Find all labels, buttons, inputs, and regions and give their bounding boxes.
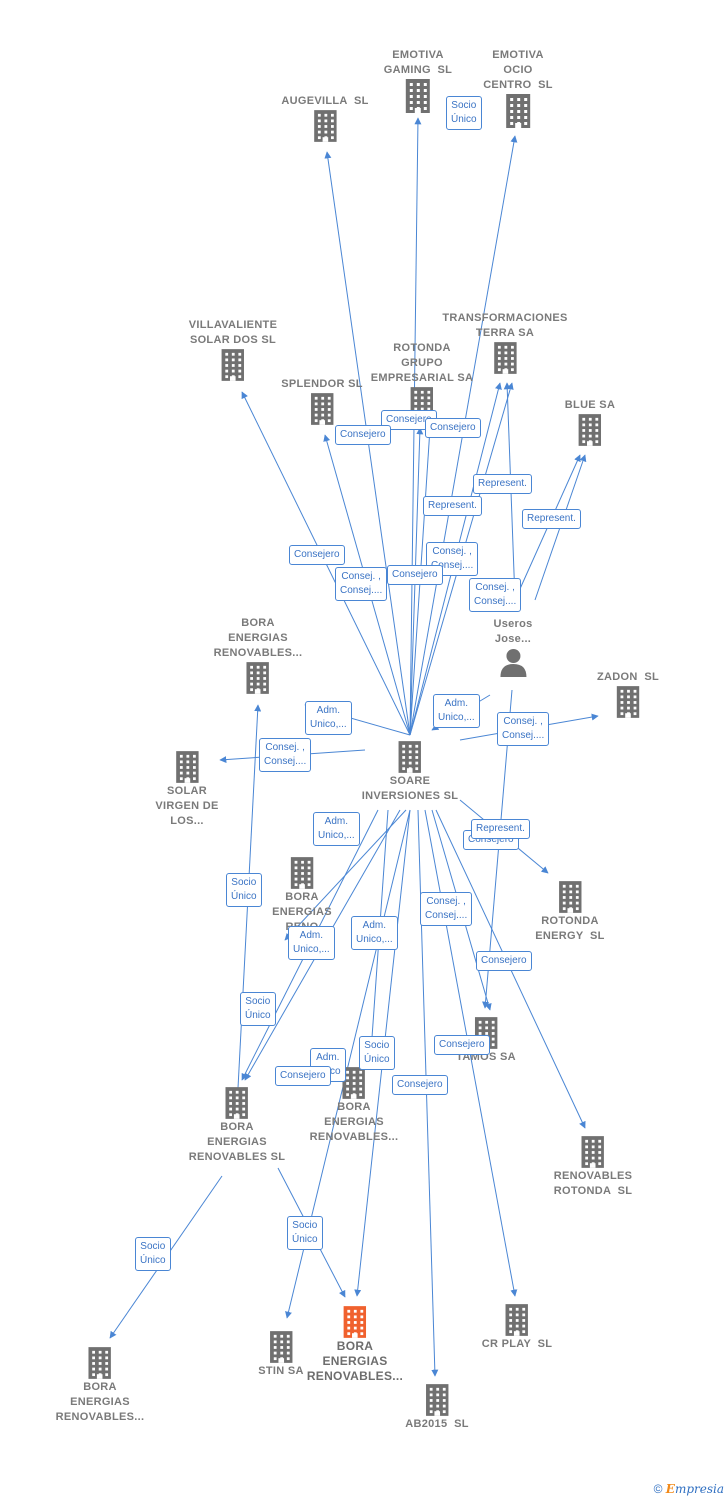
node-label: BORA ENERGIAS RENOVABLES... bbox=[213, 617, 303, 659]
node-label: AUGEVILLA SL bbox=[281, 95, 369, 107]
node-augevilla[interactable]: AUGEVILLA SL bbox=[281, 94, 368, 143]
relation-label[interactable]: Consejero bbox=[335, 425, 391, 445]
relation-label[interactable]: Adm. Unico,... bbox=[288, 926, 335, 960]
node-emotiva-ocio[interactable]: EMOTIVA OCIO CENTRO SL bbox=[483, 48, 553, 129]
node-rotonda-grupo[interactable]: ROTONDA GRUPO EMPRESARIAL SA bbox=[371, 341, 473, 420]
building-icon bbox=[493, 342, 517, 374]
node-villavaliente[interactable]: VILLAVALIENTE SOLAR DOS SL bbox=[189, 318, 277, 382]
edge-arrow bbox=[284, 809, 407, 941]
relation-label[interactable]: Represent. bbox=[471, 819, 530, 839]
node-bora-center[interactable]: BORA ENERGIAS RENOVABLES... bbox=[310, 1066, 399, 1145]
building-icon bbox=[310, 393, 334, 425]
footer-brand[interactable]: © Empresia bbox=[654, 1482, 724, 1496]
node-label: EMOTIVA GAMING SL bbox=[383, 49, 453, 76]
node-label: STIN SA bbox=[258, 1365, 304, 1377]
building-icon bbox=[313, 110, 337, 142]
relation-label[interactable]: Adm. Unico,... bbox=[305, 701, 352, 735]
relation-label[interactable]: Consej. , Consej.... bbox=[497, 712, 550, 746]
node-bora-sl[interactable]: BORA ENERGIAS RENOVABLES SL bbox=[189, 1086, 286, 1165]
node-stin[interactable]: STIN SA bbox=[258, 1330, 304, 1379]
node-label: BORA ENERGIAS RENOVABLES... bbox=[55, 1381, 145, 1423]
node-label: CR PLAY SL bbox=[481, 1338, 553, 1350]
node-label: TRANSFORMACIONES TERRA SA bbox=[442, 312, 568, 339]
node-label: BORA ENERGIAS RENOVABLES... bbox=[309, 1101, 399, 1143]
node-label: BLUE SA bbox=[564, 399, 616, 411]
building-icon bbox=[616, 686, 640, 718]
building-icon bbox=[558, 881, 582, 913]
node-label: RENOVABLES ROTONDA SL bbox=[553, 1170, 633, 1197]
person-icon bbox=[499, 649, 526, 677]
node-splendor[interactable]: SPLENDOR SL bbox=[281, 377, 363, 426]
relation-label[interactable]: Represent. bbox=[473, 474, 532, 494]
copyright-symbol: © bbox=[653, 1482, 663, 1496]
node-useros[interactable]: s Useros Jose... bbox=[493, 602, 532, 677]
node-bora-bottom-left[interactable]: BORA ENERGIAS RENOVABLES... bbox=[56, 1346, 145, 1425]
building-icon bbox=[398, 741, 422, 773]
building-icon bbox=[88, 1347, 112, 1379]
node-label: EMOTIVA OCIO CENTRO SL bbox=[483, 49, 553, 91]
node-label: AB2015 SL bbox=[405, 1418, 469, 1430]
node-zadon[interactable]: ZADON SL bbox=[597, 670, 659, 719]
relation-label[interactable]: Socio Único bbox=[287, 1216, 323, 1250]
edges-layer bbox=[109, 117, 599, 1377]
relation-label[interactable]: Consejero bbox=[434, 1035, 490, 1055]
building-icon bbox=[343, 1306, 367, 1338]
relation-label[interactable]: Consej. , Consej.... bbox=[469, 578, 522, 612]
relation-label[interactable]: Socio Único bbox=[446, 96, 482, 130]
relation-label[interactable]: Consejero bbox=[387, 565, 443, 585]
node-cr-play[interactable]: CR PLAY SL bbox=[482, 1303, 553, 1352]
relation-label[interactable]: Socio Único bbox=[240, 992, 276, 1026]
building-icon bbox=[505, 1304, 529, 1336]
relation-label[interactable]: Represent. bbox=[522, 509, 581, 529]
building-icon bbox=[225, 1087, 249, 1119]
building-icon bbox=[221, 349, 245, 381]
building-icon bbox=[342, 1067, 366, 1099]
relation-label[interactable]: Consejero bbox=[275, 1066, 331, 1086]
relation-label[interactable]: Consej. , Consej.... bbox=[335, 567, 388, 601]
relation-label[interactable]: Consej. , Consej.... bbox=[420, 892, 473, 926]
relation-label[interactable]: Consejero bbox=[476, 951, 532, 971]
node-bora-mid[interactable]: BORA ENERGIAS RENO bbox=[272, 856, 332, 935]
building-icon bbox=[425, 1384, 449, 1416]
node-label: BORA ENERGIAS RENOVABLES SL bbox=[188, 1121, 286, 1163]
node-label: ZADON SL bbox=[597, 671, 659, 683]
node-label: BORA ENERGIAS RENOVABLES... bbox=[306, 1339, 404, 1383]
node-blue[interactable]: BLUE SA bbox=[565, 398, 615, 447]
node-label: ROTONDA ENERGY SL bbox=[535, 915, 605, 942]
node-label: SPLENDOR SL bbox=[281, 378, 363, 390]
relation-label[interactable]: Adm. Unico,... bbox=[433, 694, 480, 728]
node-renovables-rotonda[interactable]: RENOVABLES ROTONDA SL bbox=[554, 1135, 633, 1199]
relation-label[interactable]: Represent. bbox=[423, 496, 482, 516]
relation-label[interactable]: Socio Único bbox=[135, 1237, 171, 1271]
node-bora-focus[interactable]: BORA ENERGIAS RENOVABLES... bbox=[307, 1305, 403, 1384]
building-icon bbox=[405, 79, 430, 113]
node-bora-top[interactable]: BORA ENERGIAS RENOVABLES... bbox=[214, 616, 303, 695]
relation-label[interactable]: Consej. , Consej.... bbox=[259, 738, 312, 772]
relation-label[interactable]: Socio Único bbox=[226, 873, 262, 907]
relation-label[interactable]: Consejero bbox=[289, 545, 345, 565]
building-icon bbox=[269, 1331, 293, 1363]
node-label: VILLAVALIENTE SOLAR DOS SL bbox=[188, 319, 278, 346]
brand-logo: Empresia bbox=[665, 1482, 724, 1496]
building-icon bbox=[506, 94, 530, 128]
node-label: SOLAR VIRGEN DE LOS... bbox=[155, 785, 219, 827]
relation-label[interactable]: Socio Único bbox=[359, 1036, 395, 1070]
building-icon bbox=[578, 414, 602, 446]
node-label: SOARE INVERSIONES SL bbox=[361, 775, 459, 802]
node-ab2015[interactable]: AB2015 SL bbox=[405, 1383, 469, 1432]
node-emotiva-gaming[interactable]: EMOTIVA GAMING SL bbox=[384, 48, 452, 114]
node-transformaciones[interactable]: TRANSFORMACIONES TERRA SA bbox=[442, 311, 567, 375]
building-icon bbox=[290, 857, 314, 889]
node-rotonda-energy[interactable]: ROTONDA ENERGY SL bbox=[535, 880, 604, 944]
relation-label[interactable]: Adm. Unico,... bbox=[313, 812, 360, 846]
relation-label[interactable]: Consejero bbox=[425, 418, 481, 438]
node-solar-virgen[interactable]: SOLAR VIRGEN DE LOS... bbox=[155, 750, 218, 829]
relation-label[interactable]: Consejero bbox=[392, 1075, 448, 1095]
building-icon bbox=[246, 662, 270, 694]
relation-label[interactable]: Adm. Unico,... bbox=[351, 916, 398, 950]
node-soare[interactable]: SOARE INVERSIONES SL bbox=[362, 740, 459, 804]
building-icon bbox=[175, 751, 199, 783]
node-label: ROTONDA GRUPO EMPRESARIAL SA bbox=[370, 342, 474, 384]
building-icon bbox=[581, 1136, 605, 1168]
